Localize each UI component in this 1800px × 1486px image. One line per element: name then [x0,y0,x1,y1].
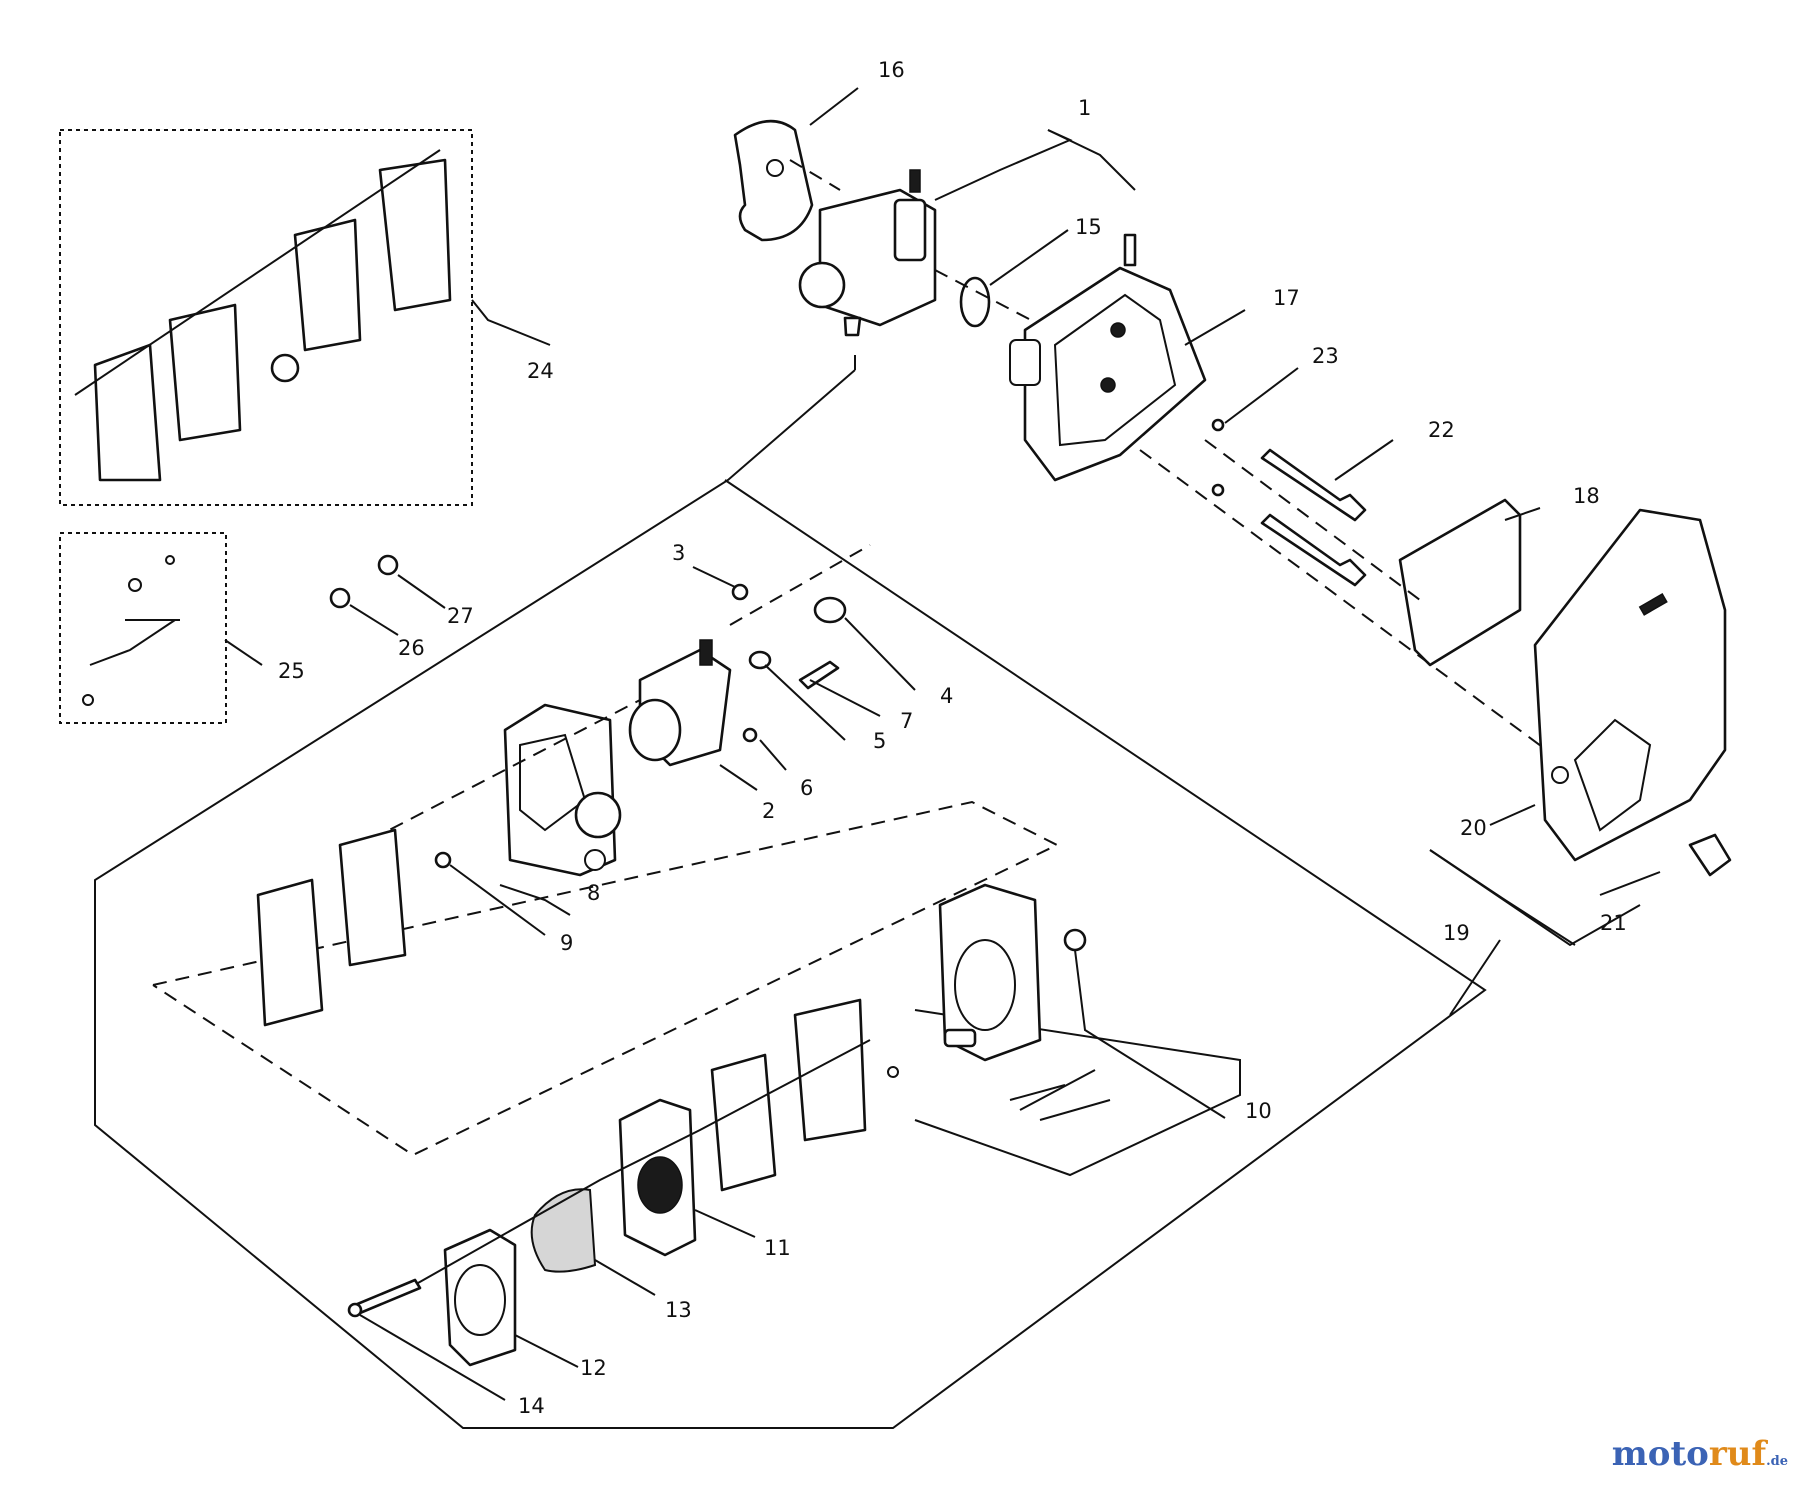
label-part-7: 7 [900,709,913,733]
label-part-8: 8 [587,881,600,905]
bushing-4 [813,596,847,624]
clip-6 [742,727,758,743]
plug-26 [329,587,351,609]
label-part-17: 17 [1273,286,1300,310]
leader-lines [224,87,1661,1401]
dash-kit24 [74,149,441,396]
carburetor-body-8 [503,703,622,877]
label-part-3: 3 [672,541,685,565]
label-part-20: 20 [1460,816,1487,840]
diaphragm-a-left [338,828,407,967]
gasket-a-left [256,878,324,1027]
label-part-14: 14 [518,1394,545,1418]
air-filter-cover-20 [1533,508,1727,862]
plug-9 [434,851,452,869]
label-part-24: 24 [527,359,554,383]
kit-box-25 [59,532,227,724]
plug-27 [377,554,399,576]
gasket-16-hole [766,159,784,177]
knob-21 [1688,833,1732,877]
diaphragm-b [793,998,867,1142]
carburetor-1 [798,169,937,337]
cap-3 [731,583,749,601]
bracket-19b [1429,849,1641,947]
screw-14 [353,1278,422,1315]
kit24-diaphragm-e [378,158,452,312]
bolt-22b [1260,513,1367,587]
carburetor-assembly-outline [94,369,1487,1429]
label-part-16: 16 [878,58,905,82]
kit24-gasket-d [293,218,362,352]
dash-carb-to-housing [789,159,1051,331]
gasket-set-outline [152,800,1060,1157]
washer-23b [1211,483,1225,497]
kit24-diaphragm-b [168,303,242,442]
needle-set-10 [1009,1069,1111,1121]
seal-10 [1063,928,1087,952]
label-part-6: 6 [800,776,813,800]
watermark-logo: motoruf.de [1612,1434,1788,1474]
label-part-4: 4 [940,684,953,708]
o-ring-15 [959,276,991,328]
watermark-part3: .de [1766,1454,1788,1469]
air-filter-housing-17 [1009,233,1207,482]
throttle-body-2 [628,639,732,767]
washer-23a [1211,418,1225,432]
gasket-b [710,1053,777,1192]
screw-7 [798,660,840,690]
watermark-part1: moto [1611,1434,1709,1474]
label-part-5: 5 [873,729,886,753]
label-part-10: 10 [1245,1099,1272,1123]
label-part-23: 23 [1312,344,1339,368]
pump-cover-11 [618,1098,697,1257]
label-part-25: 25 [278,659,305,683]
kit-bracket-10 [914,1009,1241,1177]
watermark-part2: ruf [1708,1434,1767,1474]
label-part-9: 9 [560,931,573,955]
label-part-12: 12 [580,1356,607,1380]
screw-10 [887,1066,899,1078]
label-part-22: 22 [1428,418,1455,442]
label-part-27: 27 [447,604,474,628]
kit-box-24 [59,129,473,506]
dash-housing-to-cover [1139,439,1561,761]
label-part-1: 1 [1078,96,1091,120]
label-part-2: 2 [762,799,775,823]
pump-body-10 [938,883,1042,1062]
gasket-16 [733,119,814,242]
washer-5 [748,650,772,670]
label-part-19: 19 [1443,921,1470,945]
filter-element-18 [1398,498,1522,667]
kit25-parts [82,555,180,706]
label-part-18: 18 [1573,484,1600,508]
kit24-seal-c [270,353,300,383]
dash-lower-row [417,1039,871,1284]
kit24-gasket-a [93,343,162,482]
label-part-13: 13 [665,1298,692,1322]
dash-body-row [369,544,871,841]
primer-retainer-12 [443,1228,517,1367]
label-part-15: 15 [1075,215,1102,239]
screw-14-head [347,1302,363,1318]
label-part-21: 21 [1600,911,1627,935]
bolt-22a [1260,448,1367,522]
label-part-11: 11 [764,1236,791,1260]
label-part-26: 26 [398,636,425,660]
